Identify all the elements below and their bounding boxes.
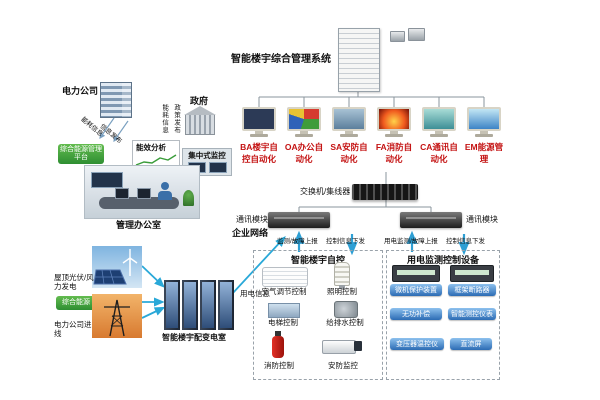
- fa-fire-icon: [372, 107, 416, 137]
- energy-curve-icon: [135, 154, 177, 166]
- system-fa: FA消防自动化: [372, 107, 416, 165]
- printer-icon: [390, 31, 405, 42]
- lamp-icon: [334, 262, 350, 289]
- management-office-label: 管理办公室: [116, 220, 162, 230]
- pv-wind-label: 屋顶光伏/风力发电: [54, 273, 94, 291]
- office-desk-icon: [99, 197, 179, 209]
- flow-control-down-label: 控制信息下发: [326, 238, 365, 245]
- building-control-box: 智能楼宇自控: [253, 250, 383, 380]
- laptop-icon: [408, 28, 425, 41]
- sa-monitor-icon: [327, 107, 371, 137]
- cctv-camera-icon: [322, 340, 356, 354]
- power-company-building-icon: [100, 82, 132, 118]
- flow-power-monitor-report-label: 用电监测/故障上报: [384, 238, 438, 245]
- system-ba: BA楼宇自控自动化: [237, 107, 281, 165]
- switch-label: 交换机/集线器: [300, 187, 351, 196]
- energy-info-vertical-label: 能耗信息: [160, 104, 168, 134]
- ca-monitor-icon: [417, 107, 461, 137]
- server-rack-icon: [338, 28, 380, 92]
- comm-module-left-icon: [268, 212, 330, 228]
- solar-panel-icon: [93, 249, 138, 285]
- policy-release-vertical-label: 政策发布: [172, 104, 180, 134]
- cctv-lens-icon: [354, 341, 362, 351]
- em-monitor-icon: [462, 107, 506, 137]
- ba-monitor-icon: [237, 107, 281, 137]
- office-monitor2-icon: [137, 188, 151, 199]
- person-body-icon: [158, 191, 172, 200]
- transmission-tower-icon: [104, 299, 130, 337]
- cabinet-icon: [182, 280, 198, 330]
- energy-platform-box: 综合能源管理平台: [58, 144, 104, 164]
- power-info-label: 用电信息: [240, 289, 270, 298]
- water-control-label: 给排水控制: [326, 318, 364, 327]
- hvac-control-label: 空气调节控制: [261, 287, 307, 296]
- person-icon: [161, 182, 169, 190]
- switch-icon: [352, 184, 418, 200]
- integrated-energy-box: 综合能源: [56, 296, 96, 310]
- distribution-room-image: [164, 276, 240, 330]
- system-sa: SA安防自动化: [327, 107, 371, 165]
- page-title: 智能楼宇综合管理系统: [231, 54, 331, 65]
- system-em: EM能源管理: [462, 107, 506, 165]
- power-company-label: 电力公司: [62, 86, 99, 96]
- office-monitor-icon: [115, 188, 129, 199]
- cabinet-icon: [218, 280, 234, 330]
- meter-icon: [450, 265, 494, 282]
- power-monitoring-box: 用电监测控制设备: [386, 250, 500, 380]
- air-conditioner-icon: [262, 267, 308, 287]
- fire-control-label: 消防控制: [264, 361, 294, 370]
- system-sa-label: SA安防自动化: [330, 142, 368, 164]
- system-ca: CA通讯自动化: [417, 107, 461, 165]
- flow-monitor-report-label: 监测/故障上报: [277, 238, 318, 245]
- dc-panel-button: 直流屏: [450, 338, 492, 350]
- relay-protection-button: 微机保护装置: [390, 284, 442, 296]
- system-oa-label: OA办公自动化: [284, 142, 324, 164]
- comm-module-right-label: 通讯模块: [466, 215, 498, 224]
- flow-control-down2-label: 控制信息下发: [446, 238, 485, 245]
- energy-analysis-label: 能效分析: [136, 143, 166, 152]
- system-em-label: EM能源管理: [464, 142, 504, 164]
- plant-icon: [183, 190, 194, 206]
- comm-module-left-label: 通讯模块: [236, 215, 268, 224]
- transformer-temp-button: 变压器温控仪: [390, 338, 444, 350]
- elevator-icon: [268, 303, 300, 318]
- security-monitoring-label: 安防监控: [328, 361, 358, 370]
- fire-extinguisher-icon: [272, 331, 284, 358]
- government-label: 政府: [190, 96, 209, 106]
- cabinet-icon: [200, 280, 216, 330]
- system-fa-label: FA消防自动化: [375, 142, 413, 164]
- power-tower-image: [92, 294, 142, 338]
- comm-module-right-icon: [400, 212, 462, 228]
- pump-icon: [334, 301, 358, 318]
- smart-instrument-button: 智能测控仪表: [448, 308, 496, 320]
- building-control-title: 智能楼宇自控: [290, 255, 345, 265]
- system-ca-label: CA通讯自动化: [420, 142, 458, 164]
- elevator-control-label: 电梯控制: [268, 318, 298, 327]
- utility-line-label: 电力公司进线: [54, 320, 92, 338]
- system-oa: OA办公自动化: [282, 107, 326, 165]
- distribution-room-label: 智能楼宇配变电室: [162, 333, 226, 342]
- oa-monitor-icon: [282, 107, 326, 137]
- management-office-image: [84, 165, 200, 219]
- system-ba-label: BA楼宇自控自动化: [240, 142, 278, 164]
- power-monitoring-title: 用电监测控制设备: [406, 255, 479, 265]
- central-monitoring-label: 集中式监控: [188, 151, 226, 160]
- government-building-icon: [184, 106, 216, 135]
- frame-breaker-button: 框架断路器: [448, 284, 496, 296]
- cabinet-icon: [164, 280, 180, 330]
- lighting-control-label: 照明控制: [327, 287, 357, 296]
- enterprise-network-label: 企业网络: [232, 228, 269, 238]
- reactive-compensation-button: 无功补偿: [390, 308, 442, 320]
- protection-relay-icon: [392, 265, 440, 282]
- solar-wind-image: [92, 246, 142, 288]
